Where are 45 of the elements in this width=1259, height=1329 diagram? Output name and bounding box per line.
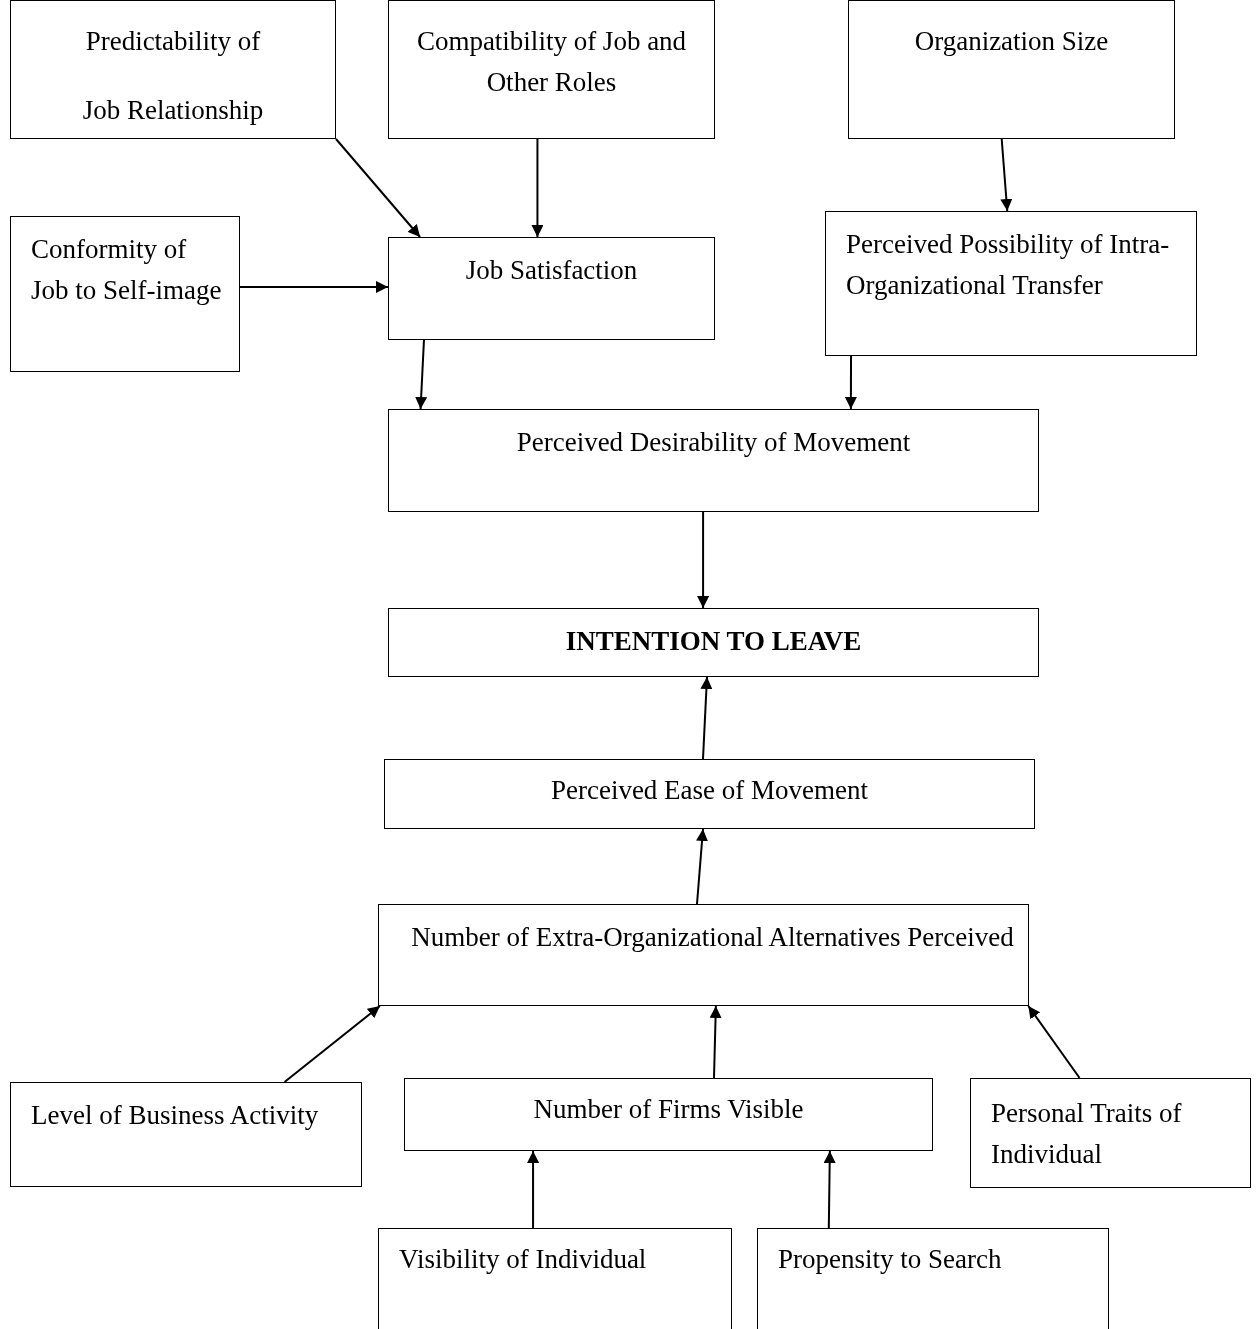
- arrow: [696, 828, 708, 905]
- node-label: INTENTION TO LEAVE: [564, 625, 863, 658]
- arrow: [283, 1005, 381, 1083]
- process-box: [848, 0, 1175, 139]
- node-label: Propensity to Search: [778, 1243, 1003, 1276]
- node-label: Conformity of Job to Self-image: [31, 233, 223, 307]
- arrow: [335, 138, 422, 238]
- node-label: Number of Firms Visible: [532, 1093, 805, 1126]
- arrow: [527, 1150, 540, 1229]
- node-label: Compatibility of Job and Other Roles: [415, 25, 688, 99]
- process-box: [378, 904, 1029, 1006]
- process-box: [404, 1078, 933, 1151]
- node-label: Perceived Ease of Movement: [549, 774, 870, 807]
- node-label: Job Relationship: [81, 94, 265, 127]
- process-box: [378, 1228, 732, 1329]
- node-label: Level of Business Activity: [31, 1099, 320, 1132]
- process-box: [10, 216, 240, 372]
- arrow: [239, 280, 389, 293]
- arrow: [700, 676, 713, 760]
- node-label: Visibility of Individual: [399, 1243, 648, 1276]
- process-box: [10, 1082, 362, 1187]
- node-label: Job Satisfaction: [464, 254, 639, 287]
- node-label: Perceived Possibility of Intra-Organizational Transfer: [846, 228, 1171, 302]
- process-box: [384, 759, 1035, 829]
- process-box: [388, 409, 1039, 512]
- process-box: [970, 1078, 1251, 1188]
- arrow: [823, 1150, 836, 1229]
- arrow: [531, 138, 544, 238]
- process-box: [388, 0, 715, 139]
- process-box: [825, 211, 1197, 356]
- arrow: [1027, 1005, 1081, 1079]
- node-label: Organization Size: [913, 25, 1110, 58]
- process-box: [10, 0, 336, 139]
- arrow: [1000, 138, 1013, 212]
- arrow: [415, 339, 428, 410]
- node-label: Predictability of: [84, 25, 262, 58]
- node-label: Personal Traits of Individual: [991, 1097, 1183, 1171]
- node-label: Perceived Desirability of Movement: [515, 426, 912, 459]
- process-box: [388, 237, 715, 340]
- arrow: [844, 355, 857, 410]
- arrow: [709, 1005, 722, 1079]
- process-box: [757, 1228, 1109, 1329]
- arrow: [697, 511, 710, 609]
- process-box: [388, 608, 1039, 677]
- node-label: Number of Extra-Organizational Alternatives Perceived: [410, 921, 1015, 954]
